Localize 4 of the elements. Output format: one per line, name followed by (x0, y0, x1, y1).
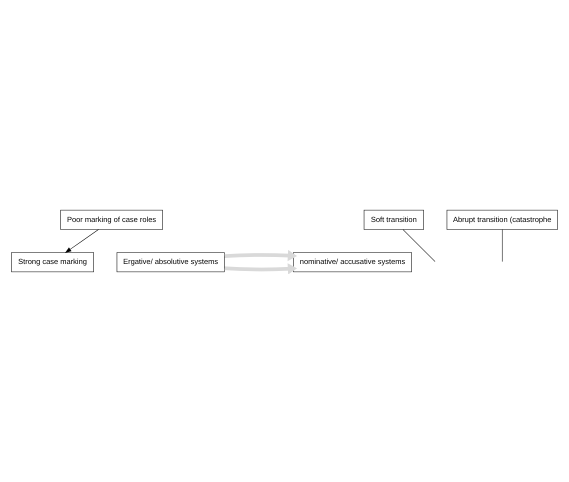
connector (402, 229, 436, 262)
arrow (224, 250, 298, 262)
arrow (224, 263, 298, 274)
arrow (64, 229, 99, 253)
